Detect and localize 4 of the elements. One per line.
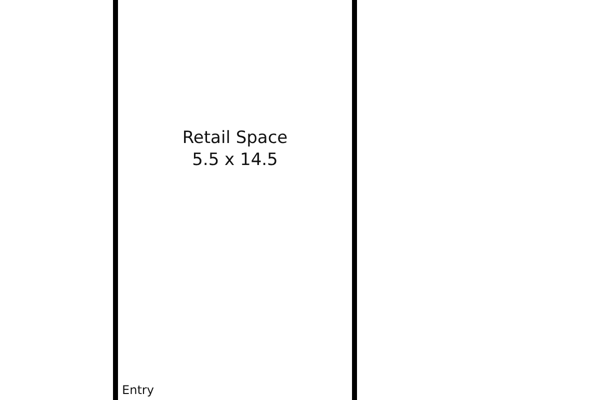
room-name: Retail Space (181, 128, 289, 148)
entry-label: Entry (122, 383, 154, 397)
room-walls (113, 0, 357, 400)
room-dimensions: 5.5 x 14.5 (191, 150, 279, 170)
